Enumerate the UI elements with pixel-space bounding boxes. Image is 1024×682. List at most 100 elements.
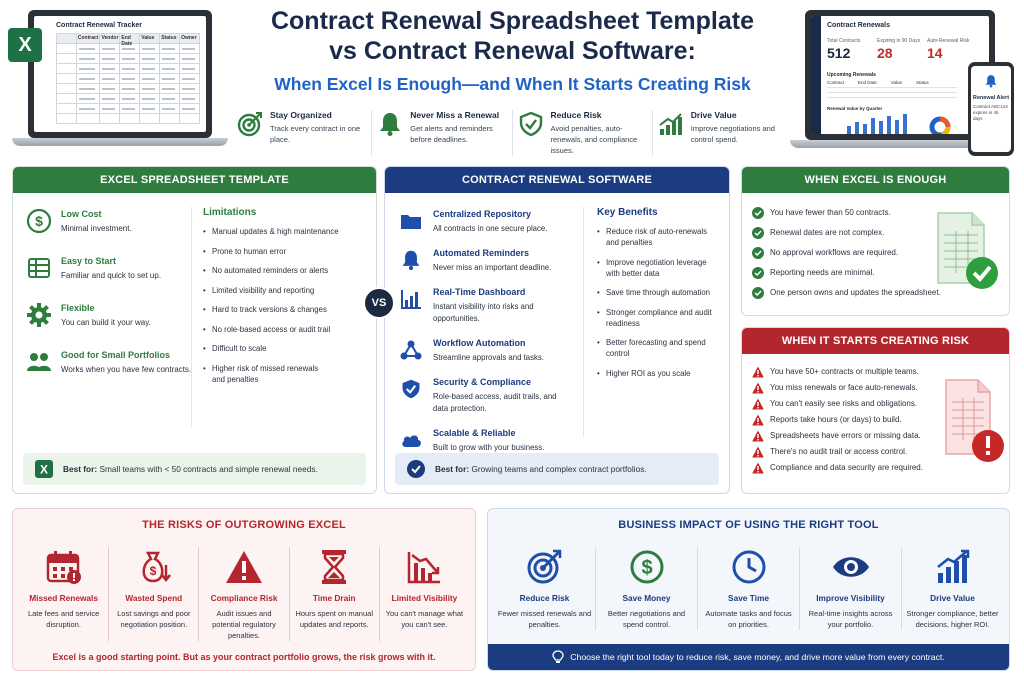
feature-desc: Built to grow with your business. <box>433 443 545 452</box>
declining-chart-icon <box>383 547 466 587</box>
list-item-text: There's no audit trail or access control… <box>770 447 908 456</box>
benefit-item: Higher ROI as you scale <box>597 368 721 379</box>
upcoming-col: Status <box>915 80 929 85</box>
card-desc: Better negotiations and spend control. <box>607 609 686 629</box>
software-panel: CONTRACT RENEWAL SOFTWARE Centralized Re… <box>384 166 730 494</box>
card-desc: Audit issues and potential regulatory pe… <box>212 609 276 640</box>
feature-title: Scalable & Reliable <box>433 428 516 438</box>
svg-text:$: $ <box>149 564 156 578</box>
card-desc: Hours spent on manual updates and report… <box>295 609 373 629</box>
check-circle-icon <box>752 267 764 279</box>
title-line-2: vs Contract Renewal Software: <box>329 37 696 65</box>
impact-title: BUSINESS IMPACT OF USING THE RIGHT TOOL <box>618 519 879 531</box>
limitations-title: Limitations <box>203 207 257 218</box>
impact-card-reduce-risk: Reduce Risk Fewer missed renewals and pe… <box>494 547 595 630</box>
feature-title: Reduce Risk <box>550 110 602 120</box>
limitation-item: No role-based access or audit trail <box>203 324 368 335</box>
list-item: Reporting needs are minimal. <box>752 267 922 279</box>
cloud-icon <box>399 428 423 452</box>
card-title: Reduce Risk <box>519 593 570 603</box>
page-subtitle: When Excel Is Enough—and When It Starts … <box>274 74 751 94</box>
check-circle-icon <box>752 287 764 299</box>
list-item-text: You have 50+ contracts or multiple teams… <box>770 367 919 376</box>
shield-check-icon <box>517 110 545 138</box>
list-item-text: One person owns and updates the spreadsh… <box>770 288 941 297</box>
kpi-label: Total Contracts <box>827 38 861 44</box>
phone-mockup: Renewal Alert Contract ABC123 expires in… <box>968 62 1014 156</box>
pro-desc: Familiar and quick to set up. <box>61 271 162 280</box>
card-title: Save Time <box>728 593 769 603</box>
list-item-text: Compliance and data security are require… <box>770 463 923 472</box>
benefit-item: Save time through automation <box>597 287 721 298</box>
svg-text:X: X <box>40 463 48 477</box>
warning-icon <box>752 414 764 426</box>
list-item: There's no audit trail or access control… <box>752 446 947 458</box>
list-item: Reports take hours (or days) to build. <box>752 414 947 426</box>
sheet-col: Status <box>160 34 181 44</box>
upcoming-col: End Date <box>858 80 877 85</box>
software-benefits: Key Benefits Reduce risk of auto-renewal… <box>597 207 721 387</box>
limitation-item: Difficult to scale <box>203 343 368 354</box>
growth-chart-icon <box>657 110 685 138</box>
limitation-item: Prone to human error <box>203 246 368 257</box>
sheet-col: Owner <box>180 34 200 44</box>
target-icon <box>497 547 592 587</box>
kpi-value: 28 <box>877 45 893 61</box>
list-item-text: Spreadsheets have errors or missing data… <box>770 431 921 440</box>
list-item-text: You have fewer than 50 contracts. <box>770 208 891 217</box>
eye-icon <box>803 547 898 587</box>
upcoming-label: Upcoming Renewals <box>827 72 876 78</box>
list-item: You have fewer than 50 contracts. <box>752 207 922 219</box>
risk-list: You have 50+ contracts or multiple teams… <box>752 366 947 478</box>
feature-title: Centralized Repository <box>433 209 532 219</box>
impact-footer: Choose the right tool today to reduce ri… <box>488 644 1009 670</box>
gear-icon <box>25 301 53 329</box>
limitation-item: Higher risk of missed renewals and penal… <box>203 363 328 385</box>
feature-title: Drive Value <box>690 110 737 120</box>
feature-desc: Get alerts and reminders before deadline… <box>410 124 493 144</box>
excel-panel-header: EXCEL SPREADSHEET TEMPLATE <box>13 167 376 193</box>
upcoming-col: Value <box>890 80 902 85</box>
feature-desc: Avoid penalties, auto-renewals, and comp… <box>550 124 638 155</box>
warning-icon <box>752 382 764 394</box>
bell-icon <box>985 75 997 88</box>
impact-cards: Reduce Risk Fewer missed renewals and pe… <box>494 547 1003 630</box>
list-item: Renewal dates are not complex. <box>752 227 922 239</box>
warning-icon <box>752 430 764 442</box>
card-title: Save Money <box>622 593 671 603</box>
feature-title: Security & Compliance <box>433 377 532 387</box>
warning-icon <box>202 547 285 587</box>
laptop-base <box>12 138 228 146</box>
impact-card-drive-value: Drive Value Stronger compliance, better … <box>901 547 1003 630</box>
card-desc: Real-time insights across your portfolio… <box>808 609 893 629</box>
hourglass-icon <box>293 547 376 587</box>
outgrow-cards: Missed Renewals Late fees and service di… <box>19 547 469 641</box>
card-title: Wasted Spend <box>125 593 183 603</box>
best-for-label: Best for: <box>435 464 470 474</box>
card-desc: Stronger compliance, better decisions, h… <box>906 609 999 629</box>
dashboard-laptop-base <box>790 140 990 148</box>
laptop-screen: Contract Renewal Tracker Contract Vendor… <box>28 10 212 138</box>
card-title: Drive Value <box>930 593 975 603</box>
impact-panel: BUSINESS IMPACT OF USING THE RIGHT TOOL … <box>487 508 1010 671</box>
card-title: Missed Renewals <box>29 593 98 603</box>
spreadsheet-check-icon <box>937 212 998 289</box>
sheet-col: Value <box>140 34 161 44</box>
sheet-col: Vendor <box>100 34 121 44</box>
risk-card-time-drain: Time Drain Hours spent on manual updates… <box>288 547 379 641</box>
page-title: Contract Renewal Spreadsheet Template vs… <box>235 6 790 66</box>
benefit-item: Better forecasting and spend control <box>597 337 721 359</box>
sheet-col: Contract <box>76 34 101 44</box>
benefit-item: Reduce risk of auto-renewals and penalti… <box>597 226 721 248</box>
dollar-circle-icon: $ <box>25 207 53 235</box>
best-for-text: Small teams with < 50 contracts and simp… <box>99 464 318 474</box>
dashboard-title: Contract Renewals <box>827 22 891 29</box>
bell-icon <box>376 110 404 138</box>
kpi-label: Auto-Renewal Risk <box>927 38 970 44</box>
